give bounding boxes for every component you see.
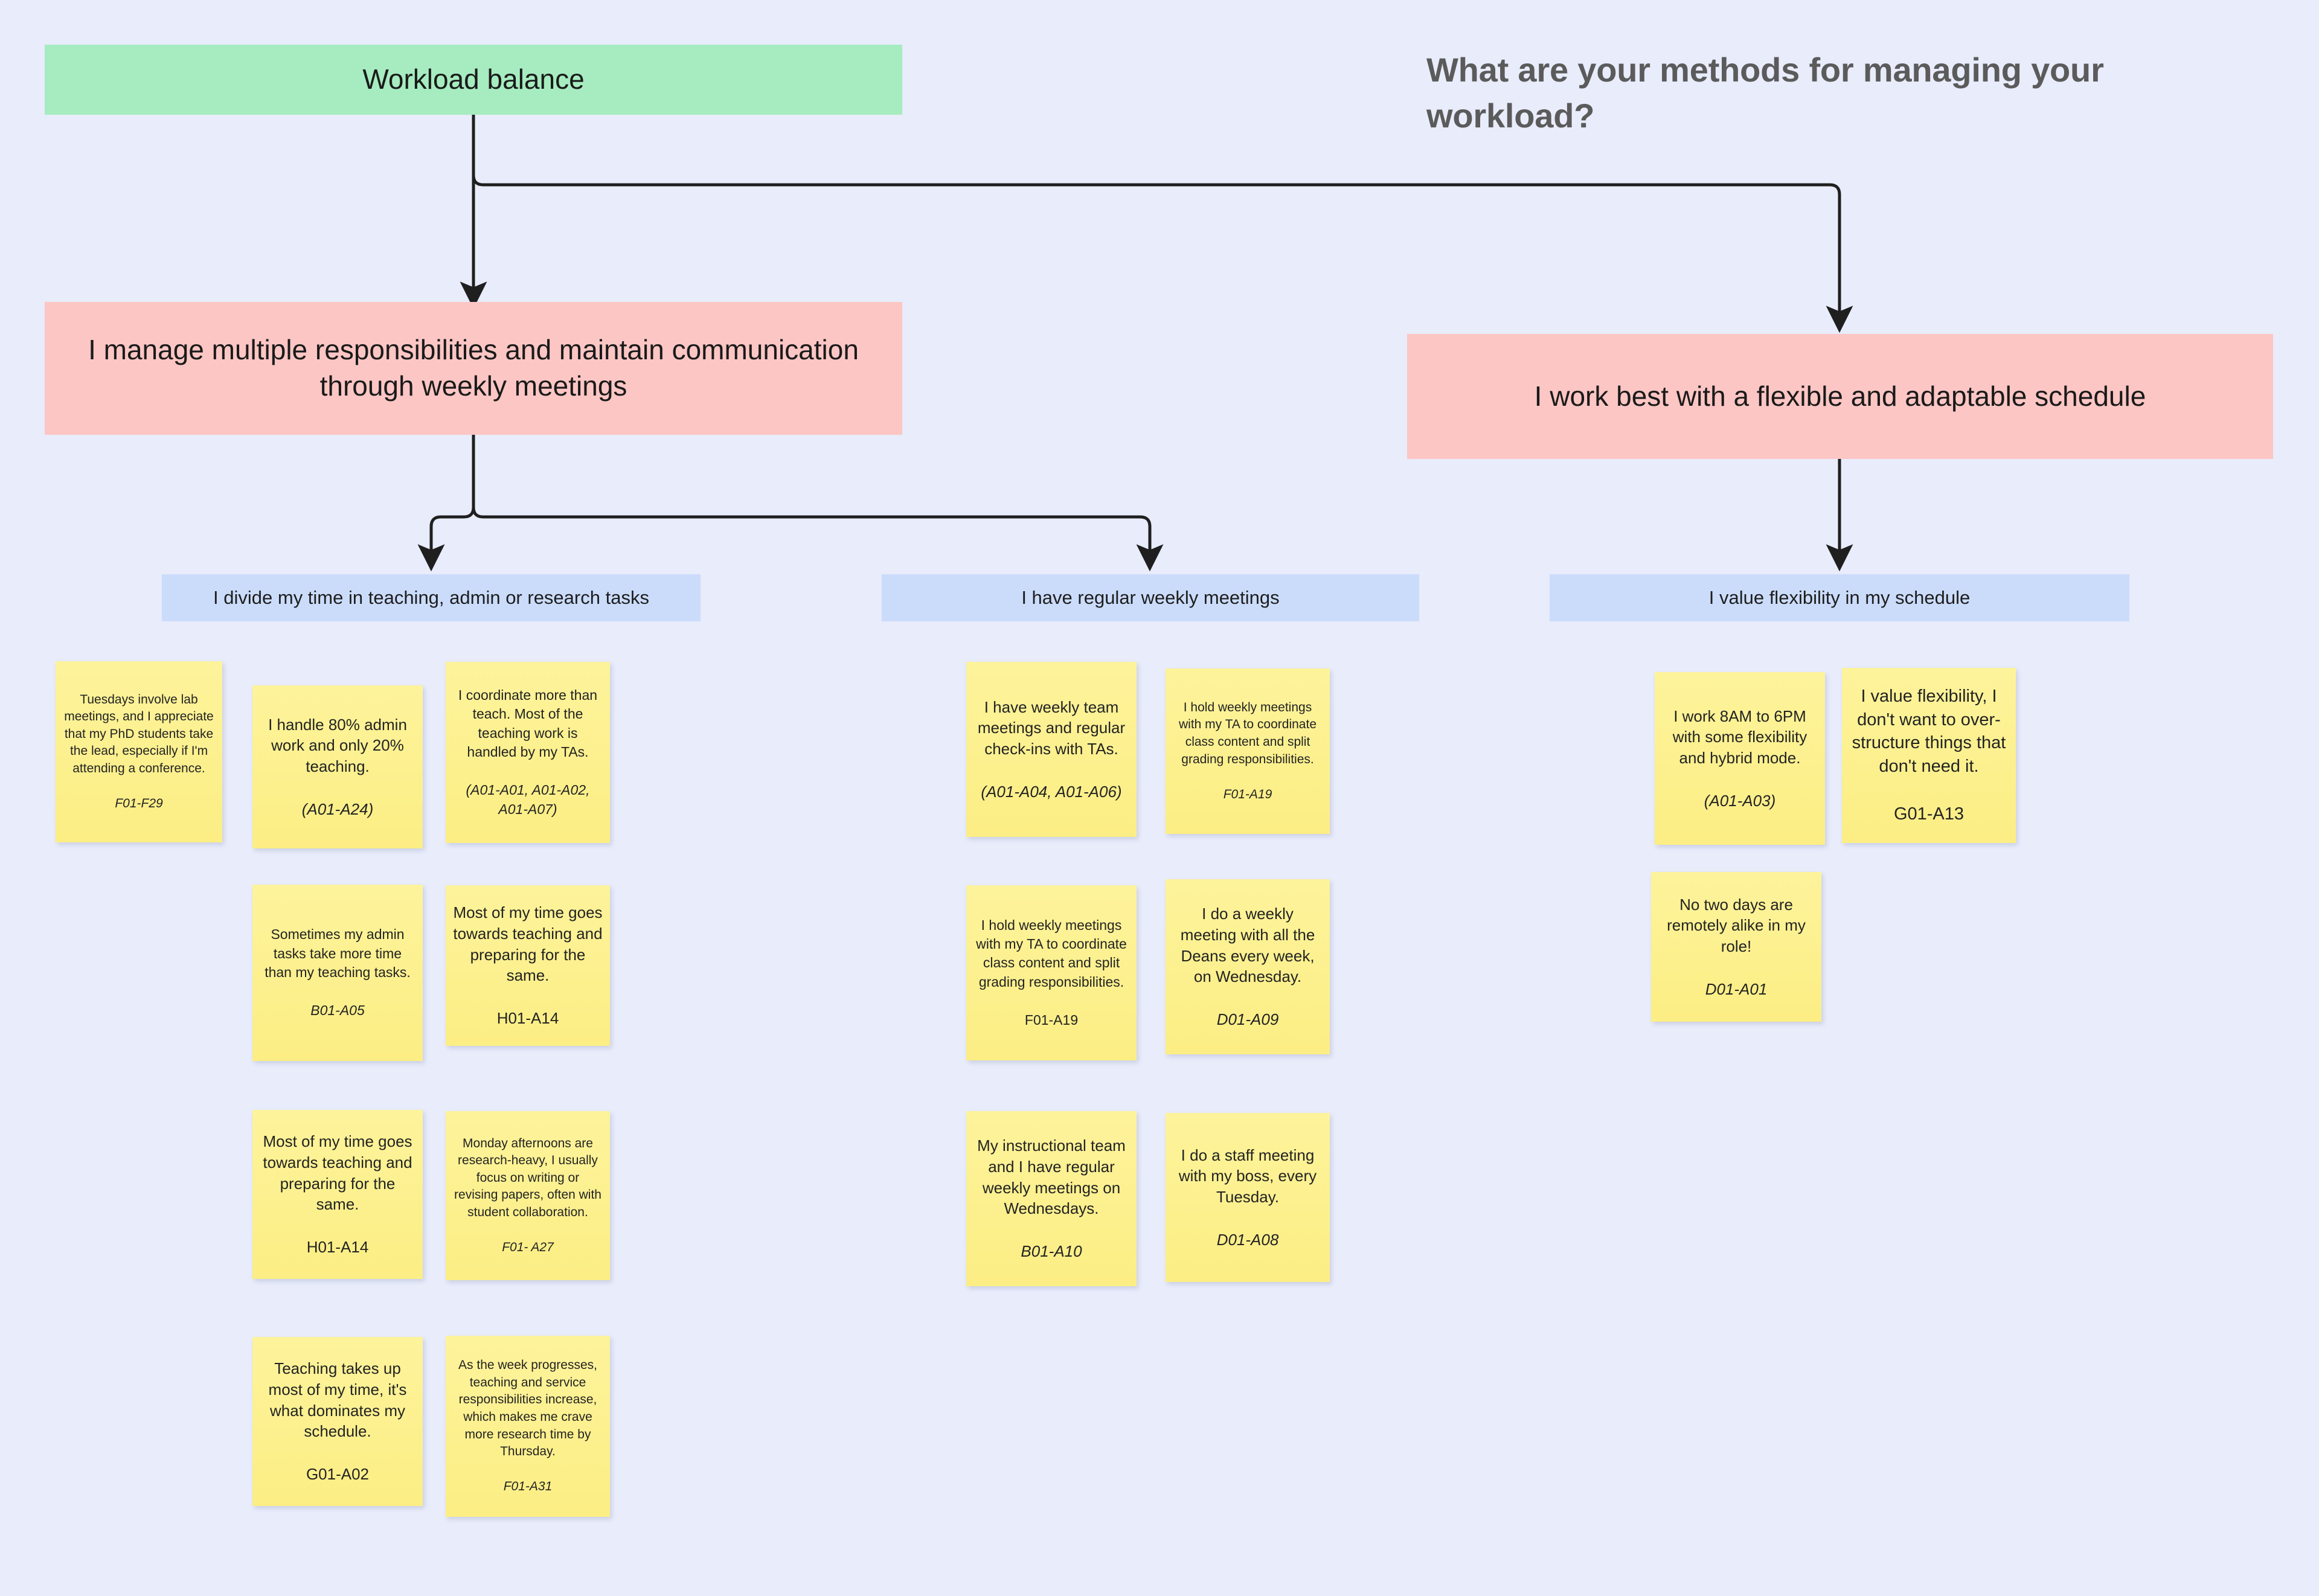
connector-theme-left-to-cat-weekly xyxy=(472,433,1164,572)
root-node[interactable]: Workload balance xyxy=(45,45,902,115)
category-node-flexibility-label: I value flexibility in my schedule xyxy=(1708,586,1971,608)
sticky-note-code: F01-A31 xyxy=(503,1479,553,1494)
sticky-note[interactable]: I do a staff meeting with my boss, every… xyxy=(1166,1113,1330,1282)
sticky-note[interactable]: I do a weekly meeting with all the Deans… xyxy=(1166,879,1330,1054)
sticky-note-body: No two days are remotely alike in my rol… xyxy=(1667,895,1806,955)
sticky-note[interactable]: As the week progresses, teaching and ser… xyxy=(446,1336,610,1517)
sticky-note-code: (A01-A03) xyxy=(1704,791,1776,810)
sticky-note-body: Most of my time goes towards teaching an… xyxy=(453,903,603,985)
question-heading: What are your methods for managing your … xyxy=(1426,47,2260,138)
sticky-note-body: My instructional team and I have regular… xyxy=(977,1136,1126,1218)
sticky-note-code: F01- A27 xyxy=(502,1240,554,1254)
theme-node-right-label: I work best with a flexible and adaptabl… xyxy=(1534,380,2146,412)
sticky-note[interactable]: I value flexibility, I don't want to ove… xyxy=(1842,668,2016,843)
sticky-note-body: Sometimes my admin tasks take more time … xyxy=(265,926,411,980)
category-node-flexibility[interactable]: I value flexibility in my schedule xyxy=(1550,574,2129,621)
category-node-weekly-meetings[interactable]: I have regular weekly meetings xyxy=(882,574,1419,621)
sticky-note-code: B01-A10 xyxy=(1021,1242,1082,1261)
sticky-note-body: As the week progresses, teaching and ser… xyxy=(458,1358,597,1459)
sticky-note[interactable]: Teaching takes up most of my time, it's … xyxy=(252,1337,423,1506)
sticky-note-code: (A01-A01, A01-A02, A01-A07) xyxy=(466,782,590,817)
category-node-weekly-meetings-label: I have regular weekly meetings xyxy=(1021,586,1280,608)
theme-node-left[interactable]: I manage multiple responsibilities and m… xyxy=(45,302,902,435)
sticky-note-code: F01-A19 xyxy=(1223,787,1272,801)
sticky-note[interactable]: I hold weekly meetings with my TA to coo… xyxy=(966,885,1137,1060)
sticky-note-body: I hold weekly meetings with my TA to coo… xyxy=(1179,700,1317,766)
sticky-note-code: G01-A13 xyxy=(1893,804,1965,824)
sticky-note[interactable]: My instructional team and I have regular… xyxy=(966,1111,1137,1286)
sticky-note[interactable]: Sometimes my admin tasks take more time … xyxy=(252,885,423,1061)
root-node-label: Workload balance xyxy=(362,63,585,95)
sticky-note[interactable]: Most of my time goes towards teaching an… xyxy=(446,885,610,1046)
sticky-note-body: I have weekly team meetings and regular … xyxy=(977,697,1126,758)
sticky-note[interactable]: Tuesdays involve lab meetings, and I app… xyxy=(56,661,222,842)
sticky-note-body: Tuesdays involve lab meetings, and I app… xyxy=(64,692,214,775)
sticky-note-body: I value flexibility, I don't want to ove… xyxy=(1852,687,2006,776)
sticky-note-body: I coordinate more than teach. Most of th… xyxy=(458,687,598,760)
sticky-note[interactable]: I hold weekly meetings with my TA to coo… xyxy=(1166,668,1330,834)
sticky-note-body: I do a staff meeting with my boss, every… xyxy=(1178,1146,1317,1206)
sticky-note[interactable]: Most of my time goes towards teaching an… xyxy=(252,1110,423,1279)
sticky-note[interactable]: I have weekly team meetings and regular … xyxy=(966,662,1137,837)
sticky-note-code: B01-A05 xyxy=(310,1002,365,1019)
question-text: What are your methods for managing your … xyxy=(1426,51,2104,135)
sticky-note[interactable]: I work 8AM to 6PM with some flexibility … xyxy=(1655,672,1825,845)
sticky-note-body: Most of my time goes towards teaching an… xyxy=(263,1132,412,1214)
sticky-note-code: (A01-A04, A01-A06) xyxy=(981,782,1122,801)
sticky-note-code: H01-A14 xyxy=(496,1009,559,1028)
sticky-note-code: (A01-A24) xyxy=(301,800,374,818)
sticky-note-code: F01-A19 xyxy=(1024,1011,1079,1028)
sticky-note[interactable]: I handle 80% admin work and only 20% tea… xyxy=(252,685,423,848)
sticky-note-body: I handle 80% admin work and only 20% tea… xyxy=(268,715,407,775)
sticky-note-code: F01-F29 xyxy=(115,796,163,810)
sticky-note-body: I work 8AM to 6PM with some flexibility … xyxy=(1672,707,1807,767)
category-node-divide-time-label: I divide my time in teaching, admin or r… xyxy=(213,586,649,608)
connector-root-to-theme-right xyxy=(472,113,1853,333)
sticky-note-code: D01-A01 xyxy=(1705,979,1768,998)
theme-node-left-label: I manage multiple responsibilities and m… xyxy=(88,334,859,402)
connector-theme-left-to-cat-divide xyxy=(417,433,475,572)
theme-node-right[interactable]: I work best with a flexible and adaptabl… xyxy=(1407,334,2273,459)
sticky-note-code: D01-A08 xyxy=(1216,1230,1279,1249)
sticky-note-code: H01-A14 xyxy=(306,1238,369,1257)
sticky-note-body: I hold weekly meetings with my TA to coo… xyxy=(976,917,1127,990)
sticky-note-code: G01-A02 xyxy=(306,1465,370,1484)
sticky-note-body: Monday afternoons are research-heavy, I … xyxy=(454,1136,601,1219)
sticky-note-body: I do a weekly meeting with all the Deans… xyxy=(1180,905,1315,986)
category-node-divide-time[interactable]: I divide my time in teaching, admin or r… xyxy=(162,574,701,621)
sticky-note[interactable]: I coordinate more than teach. Most of th… xyxy=(446,662,610,843)
sticky-note[interactable]: No two days are remotely alike in my rol… xyxy=(1651,872,1821,1022)
sticky-note-code: D01-A09 xyxy=(1216,1010,1279,1029)
sticky-note[interactable]: Monday afternoons are research-heavy, I … xyxy=(446,1111,610,1280)
sticky-note-body: Teaching takes up most of my time, it's … xyxy=(268,1359,407,1441)
